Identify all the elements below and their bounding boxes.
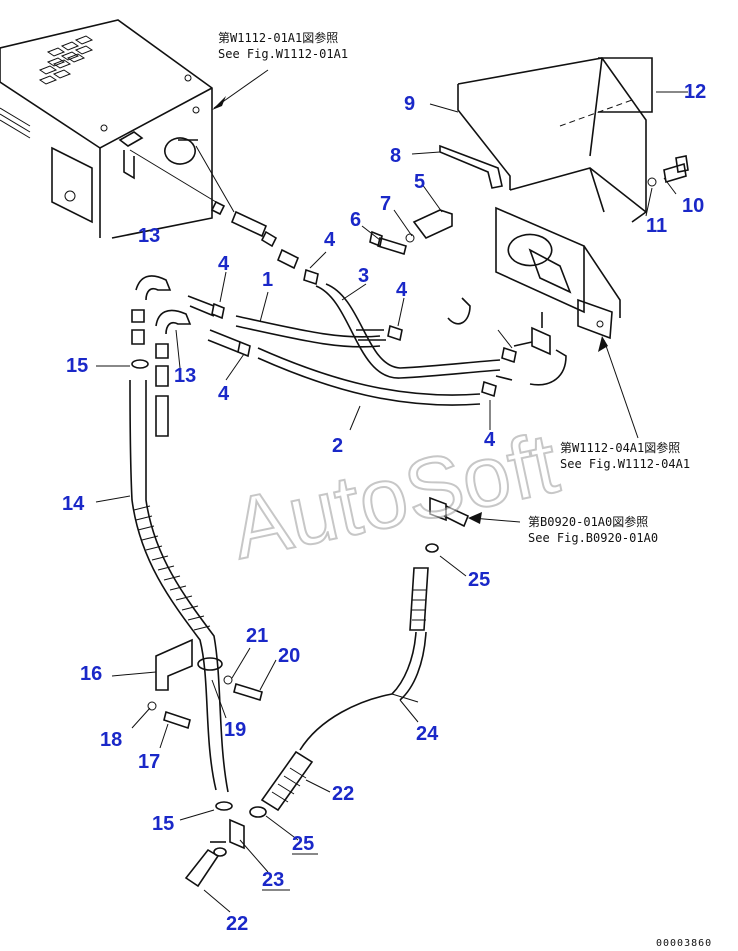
part-label-9: 9	[404, 93, 415, 115]
part-label-10: 10	[682, 195, 704, 217]
part-label-5: 5	[414, 171, 425, 193]
part-label-2: 2	[332, 435, 343, 457]
part-label-16: 16	[80, 663, 102, 685]
part-label-21: 21	[246, 625, 268, 647]
part-label-18: 18	[100, 729, 122, 751]
part-label-20: 20	[278, 645, 300, 667]
part-label-13a: 13	[138, 225, 160, 247]
part-label-3: 3	[358, 265, 369, 287]
part-label-22b: 22	[226, 913, 248, 935]
leader-ref-b0920-01a0	[468, 512, 521, 524]
part-label-23: 23	[262, 869, 284, 891]
part-label-4d: 4	[218, 383, 230, 405]
part-label-24: 24	[416, 723, 439, 745]
part-label-15b: 15	[152, 813, 174, 835]
part-label-19: 19	[224, 719, 246, 741]
part-label-25a: 25	[468, 569, 490, 591]
fasteners-upper	[369, 155, 689, 256]
part-label-25b: 25	[292, 833, 314, 855]
ref-w1112-04a1-en: See Fig.W1112-04A1	[560, 457, 690, 471]
hoses-upper	[129, 145, 567, 406]
part-label-17: 17	[138, 751, 160, 773]
part-label-7: 7	[380, 193, 391, 215]
leader-ref-w1112-04a1	[598, 336, 639, 439]
ref-w1112-01a1-ja: 第W1112-01A1図参照	[218, 30, 338, 45]
part-label-4e: 4	[484, 429, 496, 451]
part-label-4c: 4	[396, 279, 408, 301]
controller-housing	[0, 19, 213, 239]
part-label-11: 11	[646, 215, 667, 237]
part-label-12: 12	[684, 81, 706, 103]
part-label-1: 1	[262, 269, 273, 291]
part-label-6: 6	[350, 209, 361, 231]
part-label-22a: 22	[332, 783, 354, 805]
leader-ref-w1112-01a1	[212, 69, 269, 110]
part-label-4b: 4	[218, 253, 230, 275]
watermark: AutoSoft	[223, 415, 566, 578]
ref-w1112-04a1-ja: 第W1112-04A1図参照	[560, 440, 680, 455]
part-label-8: 8	[390, 145, 401, 167]
label-leaders	[95, 91, 688, 913]
part-label-15a: 15	[66, 355, 88, 377]
ref-b0920-01a0-ja: 第B0920-01A0図参照	[528, 514, 648, 529]
cover-box	[439, 57, 653, 356]
part-label-14: 14	[62, 493, 85, 515]
part-label-13b: 13	[174, 365, 196, 387]
ref-b0920-01a0-en: See Fig.B0920-01A0	[528, 531, 658, 545]
document-id: 00003860	[656, 938, 712, 949]
ref-w1112-01a1-en: See Fig.W1112-01A1	[218, 47, 348, 61]
right-hose-assembly	[249, 496, 470, 818]
left-hose-assembly	[111, 275, 263, 888]
part-label-4a: 4	[324, 229, 336, 251]
